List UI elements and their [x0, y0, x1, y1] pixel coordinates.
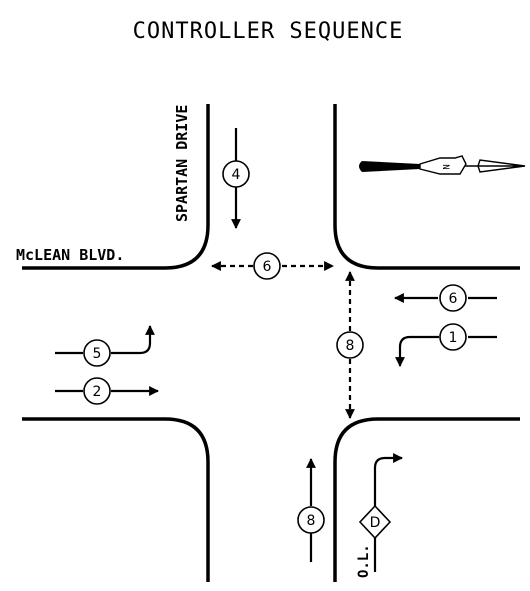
phase-movements	[55, 128, 497, 572]
movement-westbound-left-arrow	[395, 335, 439, 367]
phase-badge-8-northbound: 8	[297, 506, 325, 534]
curb-northeast	[333, 104, 520, 270]
north-arrow-icon: N	[359, 155, 526, 175]
svg-text:5: 5	[93, 346, 102, 362]
svg-text:4: 4	[232, 167, 241, 183]
phase-badge-5: 5	[83, 339, 111, 367]
phase-badge-8-ped: 8	[336, 331, 364, 359]
phase-badge-overlap-d: D	[358, 504, 392, 540]
svg-text:6: 6	[449, 291, 458, 307]
overlap-label: O.L.	[356, 544, 372, 578]
phase-badges: 4 6 8 6 1 5 2 8	[83, 160, 467, 540]
phase-badge-4: 4	[222, 160, 250, 188]
svg-text:N: N	[440, 164, 450, 169]
phase-badge-1: 1	[439, 323, 467, 351]
curb-southeast	[333, 417, 520, 582]
svg-text:6: 6	[263, 259, 272, 275]
svg-text:8: 8	[307, 513, 316, 529]
svg-text:2: 2	[93, 384, 102, 400]
phase-badge-2: 2	[83, 377, 111, 405]
movement-eastbound-left-arrow	[111, 325, 155, 355]
movement-overlap-arrow	[373, 453, 403, 508]
svg-text:D: D	[370, 515, 381, 531]
street-name-spartan-drive: SPARTAN DRIVE	[173, 105, 191, 222]
curb-northwest	[22, 104, 210, 270]
curb-southwest	[22, 417, 210, 582]
svg-text:1: 1	[449, 330, 458, 346]
svg-text:8: 8	[346, 338, 355, 354]
diagram-title: CONTROLLER SEQUENCE	[133, 19, 404, 44]
phase-badge-6-ped: 6	[253, 252, 281, 280]
street-name-mclean-blvd: McLEAN BLVD.	[16, 246, 124, 264]
intersection-curbs	[22, 104, 520, 582]
phase-badge-6-westbound: 6	[439, 284, 467, 312]
